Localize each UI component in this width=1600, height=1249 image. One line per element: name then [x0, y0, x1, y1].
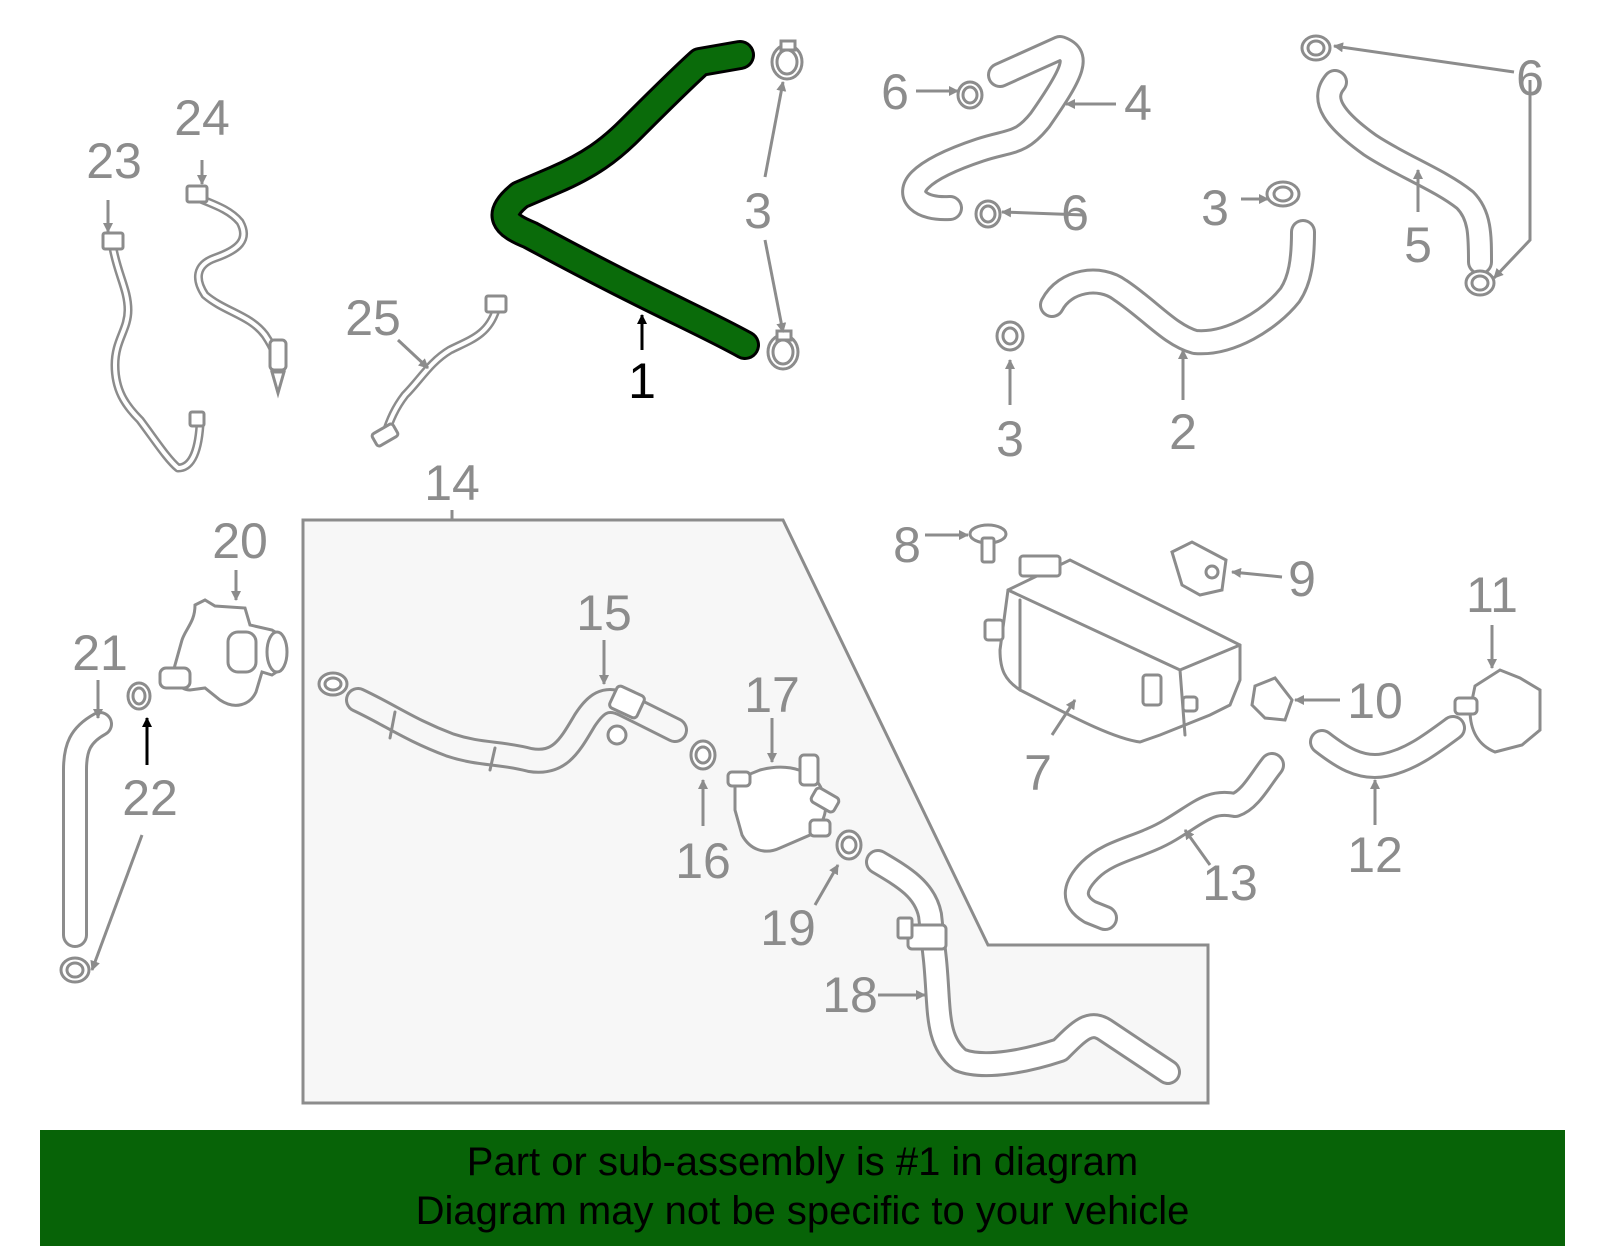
clamp-6-b[interactable] [974, 199, 1002, 229]
callout-15: 15 [576, 585, 632, 641]
clamp-3-top[interactable] [770, 39, 804, 81]
callout-9: 9 [1288, 551, 1316, 607]
part-24-sensor[interactable] [185, 184, 288, 399]
clamp-3-d[interactable] [995, 320, 1025, 352]
part-21-hose[interactable] [62, 711, 113, 948]
callout-3-c: 3 [996, 411, 1024, 467]
part-2-hose[interactable] [1039, 219, 1316, 356]
callout-14: 14 [424, 455, 480, 511]
callout-16: 16 [675, 833, 731, 889]
part-13-hose[interactable] [1063, 752, 1285, 931]
part-23-sensor[interactable] [101, 231, 206, 473]
callout-6-a: 6 [881, 64, 909, 120]
callout-8: 8 [893, 517, 921, 573]
callout-6-b: 6 [1061, 185, 1089, 241]
part-17-valve[interactable] [726, 753, 841, 853]
callout-25: 25 [345, 290, 401, 346]
clamp-22[interactable] [126, 681, 152, 711]
part-11-valve[interactable] [1453, 668, 1542, 754]
callout-23: 23 [86, 133, 142, 189]
banner-line-2: Diagram may not be specific to your vehi… [415, 1189, 1190, 1233]
part-15-hose[interactable] [345, 684, 688, 774]
clamp-19[interactable] [835, 829, 863, 861]
callout-4: 4 [1124, 75, 1152, 131]
callout-1: 1 [628, 353, 656, 409]
clamp-3-c[interactable] [1265, 180, 1301, 208]
part-12-hose[interactable] [1309, 715, 1466, 779]
clamp-6-d[interactable] [1464, 269, 1496, 297]
callout-17: 17 [744, 667, 800, 723]
part-1-hose-highlighted[interactable] [490, 40, 760, 360]
callout-18: 18 [822, 967, 878, 1023]
part-4-hose[interactable] [901, 35, 1085, 222]
clamp-6-c[interactable] [1300, 34, 1332, 62]
part-25-sensor[interactable] [370, 294, 508, 448]
callout-labels: 1 2 3 3 3 3 4 5 6 6 6 7 8 9 10 11 12 13 … [72, 50, 1544, 1023]
callout-22: 22 [122, 770, 178, 826]
callout-10: 10 [1347, 673, 1403, 729]
part-9-bracket[interactable] [1170, 540, 1228, 597]
parts-diagram: 1 2 3 3 3 3 4 5 6 6 6 7 8 9 10 11 12 13 … [59, 34, 1544, 1105]
callout-6-c: 6 [1516, 50, 1544, 106]
clamp-15-end[interactable] [317, 671, 349, 697]
part-7-canister[interactable] [983, 554, 1242, 744]
info-banner: Part or sub-assembly is #1 in diagram Di… [40, 1130, 1565, 1246]
callout-3-b: 3 [1201, 180, 1229, 236]
callout-3-a: 3 [744, 183, 772, 239]
part-10-bracket[interactable] [1250, 676, 1294, 722]
part-16-clamp[interactable] [689, 739, 717, 771]
callout-20: 20 [212, 513, 268, 569]
callout-12: 12 [1347, 827, 1403, 883]
clamp-6-a[interactable] [956, 80, 984, 110]
part-20-valve[interactable] [158, 598, 289, 707]
callout-24: 24 [174, 90, 230, 146]
callout-11: 11 [1466, 567, 1518, 623]
banner-line-1: Part or sub-assembly is #1 in diagram [466, 1140, 1139, 1184]
part-8-bolt[interactable] [968, 523, 1008, 564]
callout-21: 21 [72, 625, 128, 681]
callout-2: 2 [1169, 404, 1197, 460]
clamp-3-bottom[interactable] [766, 329, 800, 371]
part-18-hose[interactable] [865, 849, 1181, 1085]
callout-13: 13 [1202, 855, 1258, 911]
callout-19: 19 [760, 900, 816, 956]
leader-lines [90, 42, 1532, 1000]
callout-5: 5 [1404, 217, 1432, 273]
clamp-21-end[interactable] [59, 956, 91, 984]
callout-7: 7 [1024, 745, 1052, 801]
